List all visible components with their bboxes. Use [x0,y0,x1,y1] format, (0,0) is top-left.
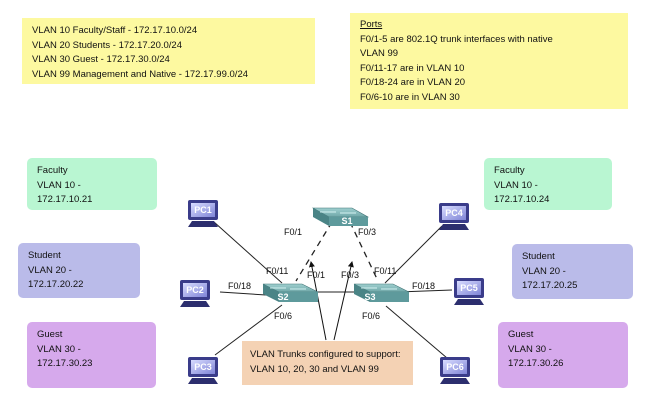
link-pc2-s2 [219,291,267,296]
port-s2-f018: F0/18 [228,281,251,291]
ports-note-line: VLAN 99 [360,48,399,59]
switch-s2[interactable]: S2 [262,283,319,302]
ports-note-line: F0/1-5 are 802.1Q trunk interfaces with … [360,33,553,45]
student-left-info: Student VLAN 20 - 172.17.20.22 [18,243,140,298]
port-s2-trunk: F0/1 [307,270,325,280]
port-s3-f011: F0/11 [374,266,396,276]
host-ip: 172.17.10.21 [37,194,93,205]
host-ip: 172.17.30.23 [37,358,93,369]
host-role: Student [522,251,555,262]
pc5-label: PC5 [460,283,478,293]
faculty-left-info: Faculty VLAN 10 - 172.17.10.21 [27,158,157,210]
host-vlan: VLAN 30 - [37,343,81,355]
pc3-label: PC3 [194,362,212,372]
port-s2-f06: F0/6 [274,311,292,321]
port-s3-trunk: F0/3 [341,270,359,280]
port-s3-f06: F0/6 [362,311,380,321]
port-s1-left: F0/1 [284,227,302,237]
host-ip: 172.17.20.22 [28,279,84,290]
pc6-label: PC6 [446,362,464,372]
guest-left-info: Guest VLAN 30 - 172.17.30.23 [27,322,156,388]
pc2[interactable]: PC2 [180,280,210,307]
pc2-label: PC2 [186,285,204,295]
trunk-links [295,221,379,282]
pc6[interactable]: PC6 [440,357,470,384]
vlan-legend-line: VLAN 30 Guest - 172.17.30.0/24 [32,54,170,65]
port-s1-right: F0/3 [358,227,376,237]
host-vlan: VLAN 30 - [508,343,552,355]
host-ip: 172.17.10.24 [494,194,550,205]
switch-s3[interactable]: S3 [353,283,410,302]
ports-note-line: F0/6-10 are in VLAN 30 [360,91,460,103]
switch-s2-label: S2 [277,292,288,302]
link-pc1-s2 [213,221,283,284]
host-vlan: VLAN 20 - [522,265,566,277]
host-role: Faculty [494,165,525,176]
host-role: Student [28,250,61,261]
port-s2-f011: F0/11 [266,266,288,276]
ports-note-line: F0/18-24 are in VLAN 20 [360,77,466,88]
trunk-note-line: VLAN Trunks configured to support: [250,349,401,360]
vlan-legend-line: VLAN 10 Faculty/Staff - 172.17.10.0/24 [32,25,198,36]
pc1-label: PC1 [194,205,212,215]
ports-note-title: Ports [360,19,383,30]
port-labels: F0/1 F0/3 F0/1 F0/3 F0/11 F0/11 F0/18 F0… [228,227,435,321]
vlan-legend-line: VLAN 99 Management and Native - 172.17.9… [32,68,249,80]
ports-note-line: F0/11-17 are in VLAN 10 [360,62,465,74]
vlan-legend-line: VLAN 20 Students - 172.17.20.0/24 [32,39,182,51]
link-pc4-s3 [384,225,443,284]
switch-s1[interactable]: S1 [311,207,370,226]
trunk-s1-s2 [295,221,333,282]
host-ip: 172.17.20.25 [522,280,578,291]
port-s3-f018: F0/18 [412,281,435,291]
pc4[interactable]: PC4 [439,203,469,230]
pc1[interactable]: PC1 [188,200,218,227]
host-role: Guest [37,329,63,340]
ports-note: Ports F0/1-5 are 802.1Q trunk interfaces… [350,13,628,109]
host-vlan: VLAN 10 - [37,179,81,191]
host-role: Faculty [37,165,68,176]
faculty-right-info: Faculty VLAN 10 - 172.17.10.24 [484,158,612,210]
link-pc3-s2 [214,304,283,356]
host-ip: 172.17.30.26 [508,358,564,369]
arrow-to-s3-trunk [333,261,354,341]
host-role: Guest [508,329,534,340]
arrow-to-s2-trunk [308,261,327,341]
switch-s3-label: S3 [364,292,375,302]
trunk-note-line: VLAN 10, 20, 30 and VLAN 99 [250,363,379,375]
trunk-note-arrows [308,261,354,341]
pc4-label: PC4 [445,208,463,218]
link-pc6-s3 [385,305,448,359]
switch-s1-label: S1 [341,216,352,226]
pc5[interactable]: PC5 [454,278,484,305]
student-right-info: Student VLAN 20 - 172.17.20.25 [512,244,633,299]
pc3[interactable]: PC3 [188,357,218,384]
host-vlan: VLAN 20 - [28,264,72,276]
trunk-config-note: VLAN Trunks configured to support: VLAN … [242,341,413,385]
guest-right-info: Guest VLAN 30 - 172.17.30.26 [498,322,628,388]
host-vlan: VLAN 10 - [494,179,538,191]
vlan-legend-note: VLAN 10 Faculty/Staff - 172.17.10.0/24 V… [22,18,315,84]
